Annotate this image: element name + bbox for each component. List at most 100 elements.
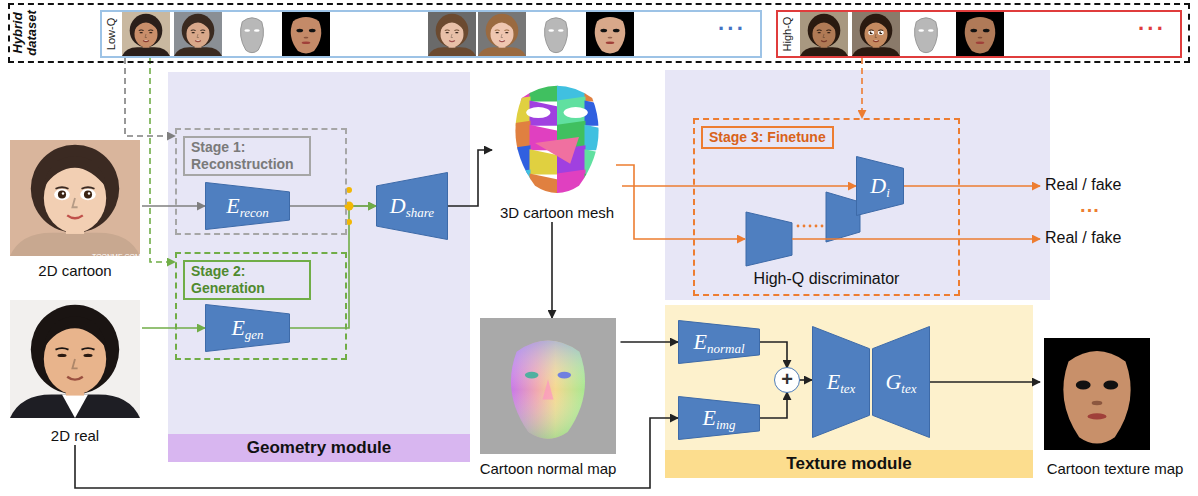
discriminator-stack-part (809, 225, 812, 228)
dataset-thumbnails-part (282, 12, 330, 56)
dataset-thumbnails-part-part (545, 18, 568, 53)
dataset-thumbnails-part (586, 12, 634, 56)
picture-part-part (511, 341, 585, 439)
picture-part-part-part (530, 174, 559, 198)
sum-node: + (775, 368, 799, 392)
label-wrap: Eimg (678, 396, 760, 440)
dataset-thumbnails-part-part (875, 34, 877, 38)
picture-part (502, 76, 612, 198)
label-slot: + (781, 369, 793, 390)
dataset-thumbnails-part-part (823, 34, 825, 38)
picture-part-part-part (535, 137, 579, 164)
dataset-thumbnails-part-part (490, 18, 514, 30)
picture-part-part (1076, 381, 1091, 390)
node-label: ··· (1138, 16, 1166, 41)
label-wrap: Gtex (872, 326, 930, 438)
dataset-thumbnails-part-part (446, 32, 449, 33)
discriminator-stack-part (797, 225, 800, 228)
picture-part-part-part (557, 170, 586, 198)
layout-arrows-part (904, 185, 1040, 187)
picture-part-part (62, 192, 64, 194)
watermark-slot: TOONME.COM (92, 245, 141, 263)
dataset-thumbnails-part-part (451, 34, 453, 38)
node-label: High-Q (781, 12, 793, 56)
connectors (75, 58, 1040, 488)
dataset-thumbnails-part-part (134, 18, 158, 30)
node-label: G (885, 369, 901, 394)
picture-part-part (502, 76, 612, 198)
dataset-thumbnails-part-part (201, 32, 204, 33)
node-label: + (781, 368, 793, 390)
dataset-thumbnails-part-part (499, 41, 505, 42)
picture-part-part (58, 190, 66, 198)
node-label: Cartoon normal map (480, 460, 617, 477)
picture-part (480, 318, 616, 454)
dataset-thumbnails-part-part (558, 29, 564, 32)
stage-box: Stage 1: ReconstructionErecon (175, 128, 347, 235)
block-shape-part (679, 321, 760, 364)
node-label: Stage 1: Reconstruction (191, 139, 303, 173)
picture-part-part (564, 107, 588, 118)
picture-part-part-part (585, 149, 613, 174)
label-slot: ··· (718, 18, 746, 40)
input-image: 2D real (8, 300, 142, 445)
watermark: TOONME.COM (92, 253, 141, 260)
dataset-thumbnails-part-part (504, 29, 509, 31)
dataset-thumbnails-part-part (818, 32, 821, 33)
picture-part-part (480, 318, 616, 454)
picture (10, 300, 140, 418)
picture-part (10, 300, 140, 418)
picture-part-part (31, 305, 119, 395)
dataset-thumbnails-part (852, 12, 900, 56)
dataset-thumbnails (122, 12, 1004, 56)
label-slot: High-Q discriminator (695, 270, 958, 288)
dataset-thumbnails-part-part (197, 34, 199, 38)
picture-part-part (1092, 401, 1103, 405)
dataset-thumbnails-part (536, 12, 576, 56)
label-slot: tex (840, 367, 855, 397)
picture-part-part (558, 372, 572, 379)
dataset-thumbnails-part-part (232, 12, 272, 56)
module-panel: Geometry moduleStage 1: ReconstructionEr… (168, 72, 470, 462)
connector (621, 341, 679, 343)
dataset-thumbnails-part-part (595, 17, 625, 53)
dataset-thumbnails-part-part (495, 29, 500, 31)
output-label: Real / fake (1045, 176, 1121, 193)
node-label: ··· (718, 16, 746, 41)
dataset-thumbnails-part-part (244, 29, 250, 32)
label-slot: D (870, 173, 886, 199)
node-label: E (703, 405, 716, 430)
picture-part-part (10, 233, 140, 256)
dataset-thumbnails-part-part (852, 12, 900, 56)
dataset-thumbnails-part-part (192, 32, 195, 33)
node-label: D (870, 173, 886, 198)
node-label: share (406, 205, 434, 220)
dataset-thumbnails-part-part (149, 32, 152, 33)
dataset-thumbnails-part-part (817, 29, 822, 31)
dataset-thumbnails-part-part (821, 41, 827, 42)
dataset-thumbnails-part-part (852, 47, 900, 56)
dataset-thumbnails-part (478, 12, 526, 56)
connector (622, 185, 856, 187)
ellipsis-slot: ··· (1080, 199, 1100, 222)
picture-part-part-part (502, 170, 531, 198)
label-wrap: + (775, 368, 799, 392)
picture-part-part (82, 348, 95, 349)
node-label: gen (245, 327, 264, 342)
dataset-thumbnails-part-part (878, 29, 883, 31)
node-label: Hybrid dataset (11, 5, 40, 61)
discriminator-block: Di (856, 156, 904, 216)
module-panel: Texture moduleEnormalEimg+EtexGtex (665, 305, 1033, 478)
mesh-image: 3D cartoon mesh (492, 76, 622, 222)
block-shape-part (813, 327, 870, 438)
label-slot: i (886, 171, 890, 201)
label-slot: 3D cartoon mesh (500, 204, 614, 222)
picture-part-part (62, 394, 88, 418)
dataset-thumbnails-part-part (130, 14, 163, 47)
dataset-thumbnails-part-part (174, 12, 222, 56)
label-slot: G (885, 369, 901, 395)
label-slot: img (716, 403, 736, 433)
dataset-thumbnails-part-part (956, 12, 1004, 56)
